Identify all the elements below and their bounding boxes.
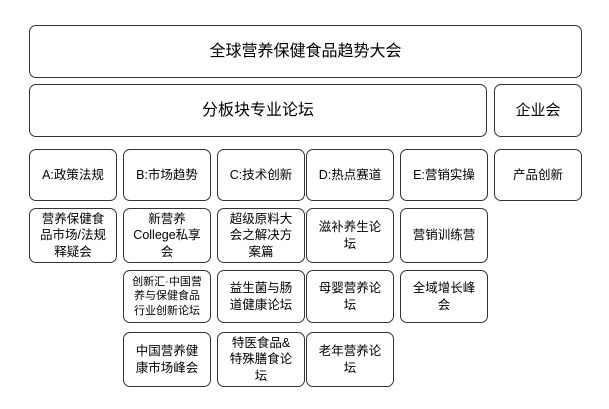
node-forum-special-medical-food: 特医食品& 特殊膳食论 坛 xyxy=(217,332,305,387)
node-sector-forums: 分板块专业论坛 xyxy=(29,84,487,137)
node-forum-tonic-wellness: 滋补养生论 坛 xyxy=(306,208,394,263)
node-enterprise-meeting: 企业会 xyxy=(494,84,582,137)
node-forum-innovation-hub: 创新汇·中国营 养与保健食品 行业创新论坛 xyxy=(123,270,211,323)
node-forum-marketing-camp: 营销训练营 xyxy=(400,208,488,263)
node-main-conference: 全球营养保健食品趋势大会 xyxy=(29,25,582,78)
node-track-e-marketing: E:营销实操 xyxy=(400,149,488,201)
node-track-d-hot-tracks: D:热点赛道 xyxy=(306,149,394,201)
node-product-innovation: 产品创新 xyxy=(494,149,582,201)
node-track-b-market-trends: B:市场趋势 xyxy=(123,149,211,201)
node-forum-senior-nutrition: 老年营养论 坛 xyxy=(306,332,394,387)
node-forum-market-regulation: 营养保健食 品市场/法规 释疑会 xyxy=(29,208,117,263)
node-track-a-policy: A:政策法规 xyxy=(29,149,117,201)
node-forum-super-ingredients: 超级原料大 会之解决方 案篇 xyxy=(217,208,305,263)
node-forum-probiotics-gut-health: 益生菌与肠 道健康论坛 xyxy=(217,270,305,323)
node-forum-china-nutrition-market-summit: 中国营养健 康市场峰会 xyxy=(123,332,211,387)
node-forum-omni-channel-growth: 全域增长峰 会 xyxy=(400,270,488,323)
node-track-c-technology: C:技术创新 xyxy=(217,149,305,201)
node-forum-maternal-infant-nutrition: 母婴营养论 坛 xyxy=(306,270,394,323)
node-forum-new-nutrition-college: 新营养 College私享 会 xyxy=(123,208,211,263)
